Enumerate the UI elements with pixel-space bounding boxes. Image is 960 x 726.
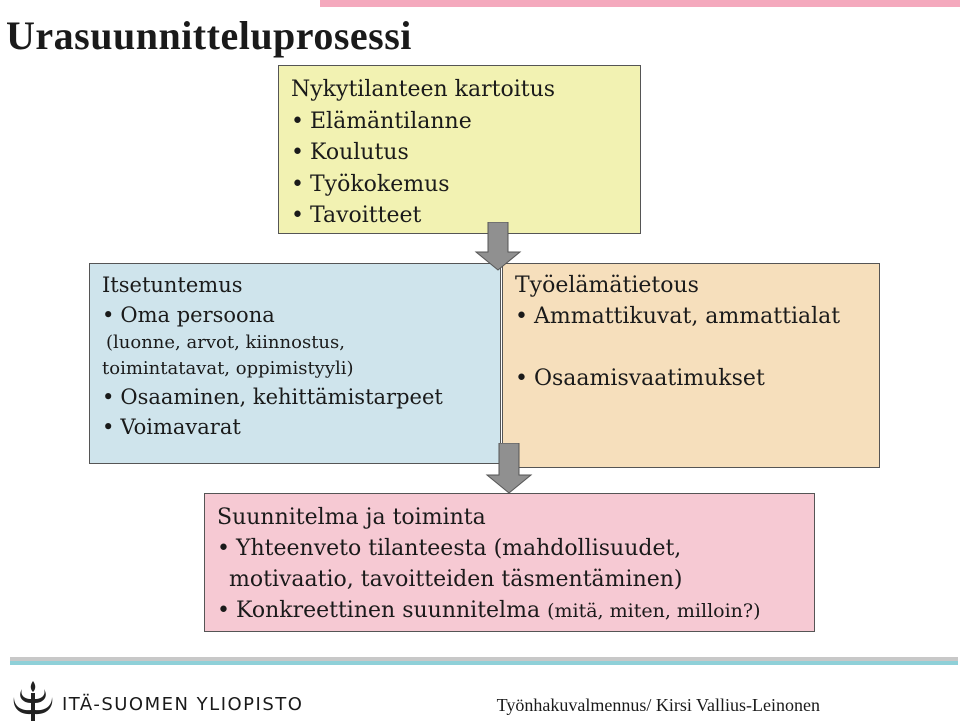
footer-credit: Työnhakuvalmennus/ Kirsi Vallius-Leinone… — [496, 695, 820, 715]
footer-separator — [10, 657, 958, 661]
work-life-knowledge-box: Työelämätietous Ammattikuvat, ammattiala… — [502, 263, 880, 468]
plan-item: Konkreettinen suunnitelma (mitä, miten, … — [217, 595, 802, 627]
self-knowledge-box: Itsetuntemus Oma persoona (luonne, arvot… — [89, 263, 501, 464]
current-heading: Nykytilanteen kartoitus — [291, 77, 556, 102]
work-item: Ammattikuvat, ammattialat — [515, 301, 867, 332]
self-subtext: toimintatavat, oppimistyyli) — [102, 358, 354, 379]
work-heading: Työelämätietous — [515, 273, 699, 298]
current-item: Tavoitteet — [291, 200, 628, 232]
page-title: Urasuunnitteluprosessi — [6, 13, 412, 58]
self-subtext: (luonne, arvot, kiinnostus, — [106, 332, 345, 353]
self-heading: Itsetuntemus — [102, 273, 243, 297]
footer-separator-accent — [10, 661, 958, 665]
self-item: Osaaminen, kehittämistarpeet — [102, 382, 488, 412]
down-arrow-icon — [485, 443, 533, 494]
top-accent-bar — [320, 0, 960, 7]
work-item: Osaamisvaatimukset — [515, 363, 867, 394]
plan-item-continued: motivaatio, tavoitteiden täsmentäminen) — [229, 567, 683, 592]
university-logo-icon — [13, 681, 53, 721]
spacer — [515, 332, 867, 363]
current-item: Elämäntilanne — [291, 106, 628, 138]
plan-item-small: (mitä, miten, milloin?) — [547, 600, 761, 622]
self-item: Voimavarat — [102, 412, 488, 442]
down-arrow-icon — [474, 222, 522, 271]
plan-item: Yhteenveto tilanteesta (mahdollisuudet, — [217, 533, 802, 564]
current-item: Työkokemus — [291, 169, 628, 201]
current-situation-box: Nykytilanteen kartoitus Elämäntilanne Ko… — [278, 65, 641, 234]
university-logo-text: ITÄ-SUOMEN YLIOPISTO — [62, 694, 304, 715]
self-item: Oma persoona — [102, 300, 488, 330]
plan-and-action-box: Suunnitelma ja toiminta Yhteenveto tilan… — [204, 493, 815, 632]
plan-heading: Suunnitelma ja toiminta — [217, 505, 486, 530]
current-item: Koulutus — [291, 137, 628, 169]
plan-item-main: Konkreettinen suunnitelma — [235, 598, 541, 623]
